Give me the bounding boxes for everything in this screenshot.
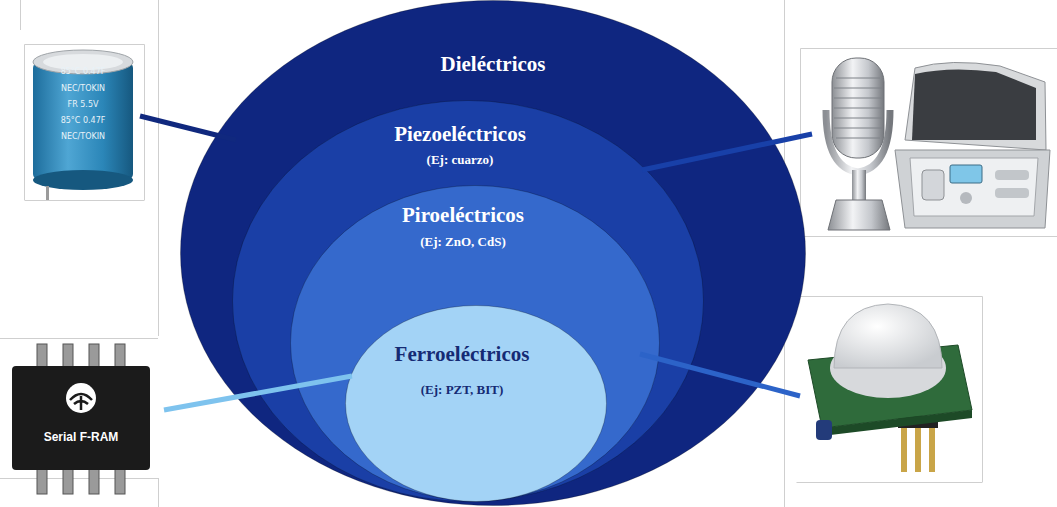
ellipse-outline: [345, 305, 607, 502]
microphone-picture: [826, 58, 890, 230]
node-title: Ferroeléctricos: [395, 342, 530, 367]
material-ellipse: Ferroeléctricos (Ej: PZT, BIT): [345, 305, 607, 502]
capacitor-marking: 85°C 0.47F: [61, 67, 106, 76]
therapy-case-picture: [895, 62, 1050, 228]
node-example: (Ej: cuarzo): [427, 152, 494, 168]
node-example: (Ej: PZT, BIT): [421, 382, 503, 398]
node-example: (Ej: ZnO, CdS): [420, 234, 506, 250]
material-ellipse: DieléctricosPiezoeléctricos(Ej: cuarzo)P…: [180, 0, 806, 506]
capacitor-marking: NEC/TOKIN: [61, 84, 105, 93]
leader-line: [164, 376, 352, 410]
chip-label: Serial F-RAM: [44, 430, 119, 444]
leader-line: [140, 116, 236, 140]
node-title: Dieléctricos: [441, 52, 546, 77]
pir-sensor-picture: [808, 304, 972, 472]
fram-chip-picture: [12, 344, 150, 494]
leader-line: [642, 134, 812, 170]
capacitor-marking: 85°C 0.47F: [61, 116, 106, 125]
capacitor-marking: NEC/TOKIN: [61, 132, 105, 141]
leader-line: [640, 354, 800, 396]
material-ellipse: Piezoeléctricos (Ej: cuarzo) Piroeléctrico…: [232, 100, 704, 502]
material-ellipse: Piroeléctricos (Ej: ZnO, CdS) Ferroeléctri…: [290, 185, 660, 501]
capacitor-marking: FR 5.5V: [68, 100, 99, 109]
node-title: Piezoeléctricos: [394, 122, 526, 147]
capacitor-picture: [33, 50, 133, 200]
node-title: Piroeléctricos: [402, 203, 524, 228]
